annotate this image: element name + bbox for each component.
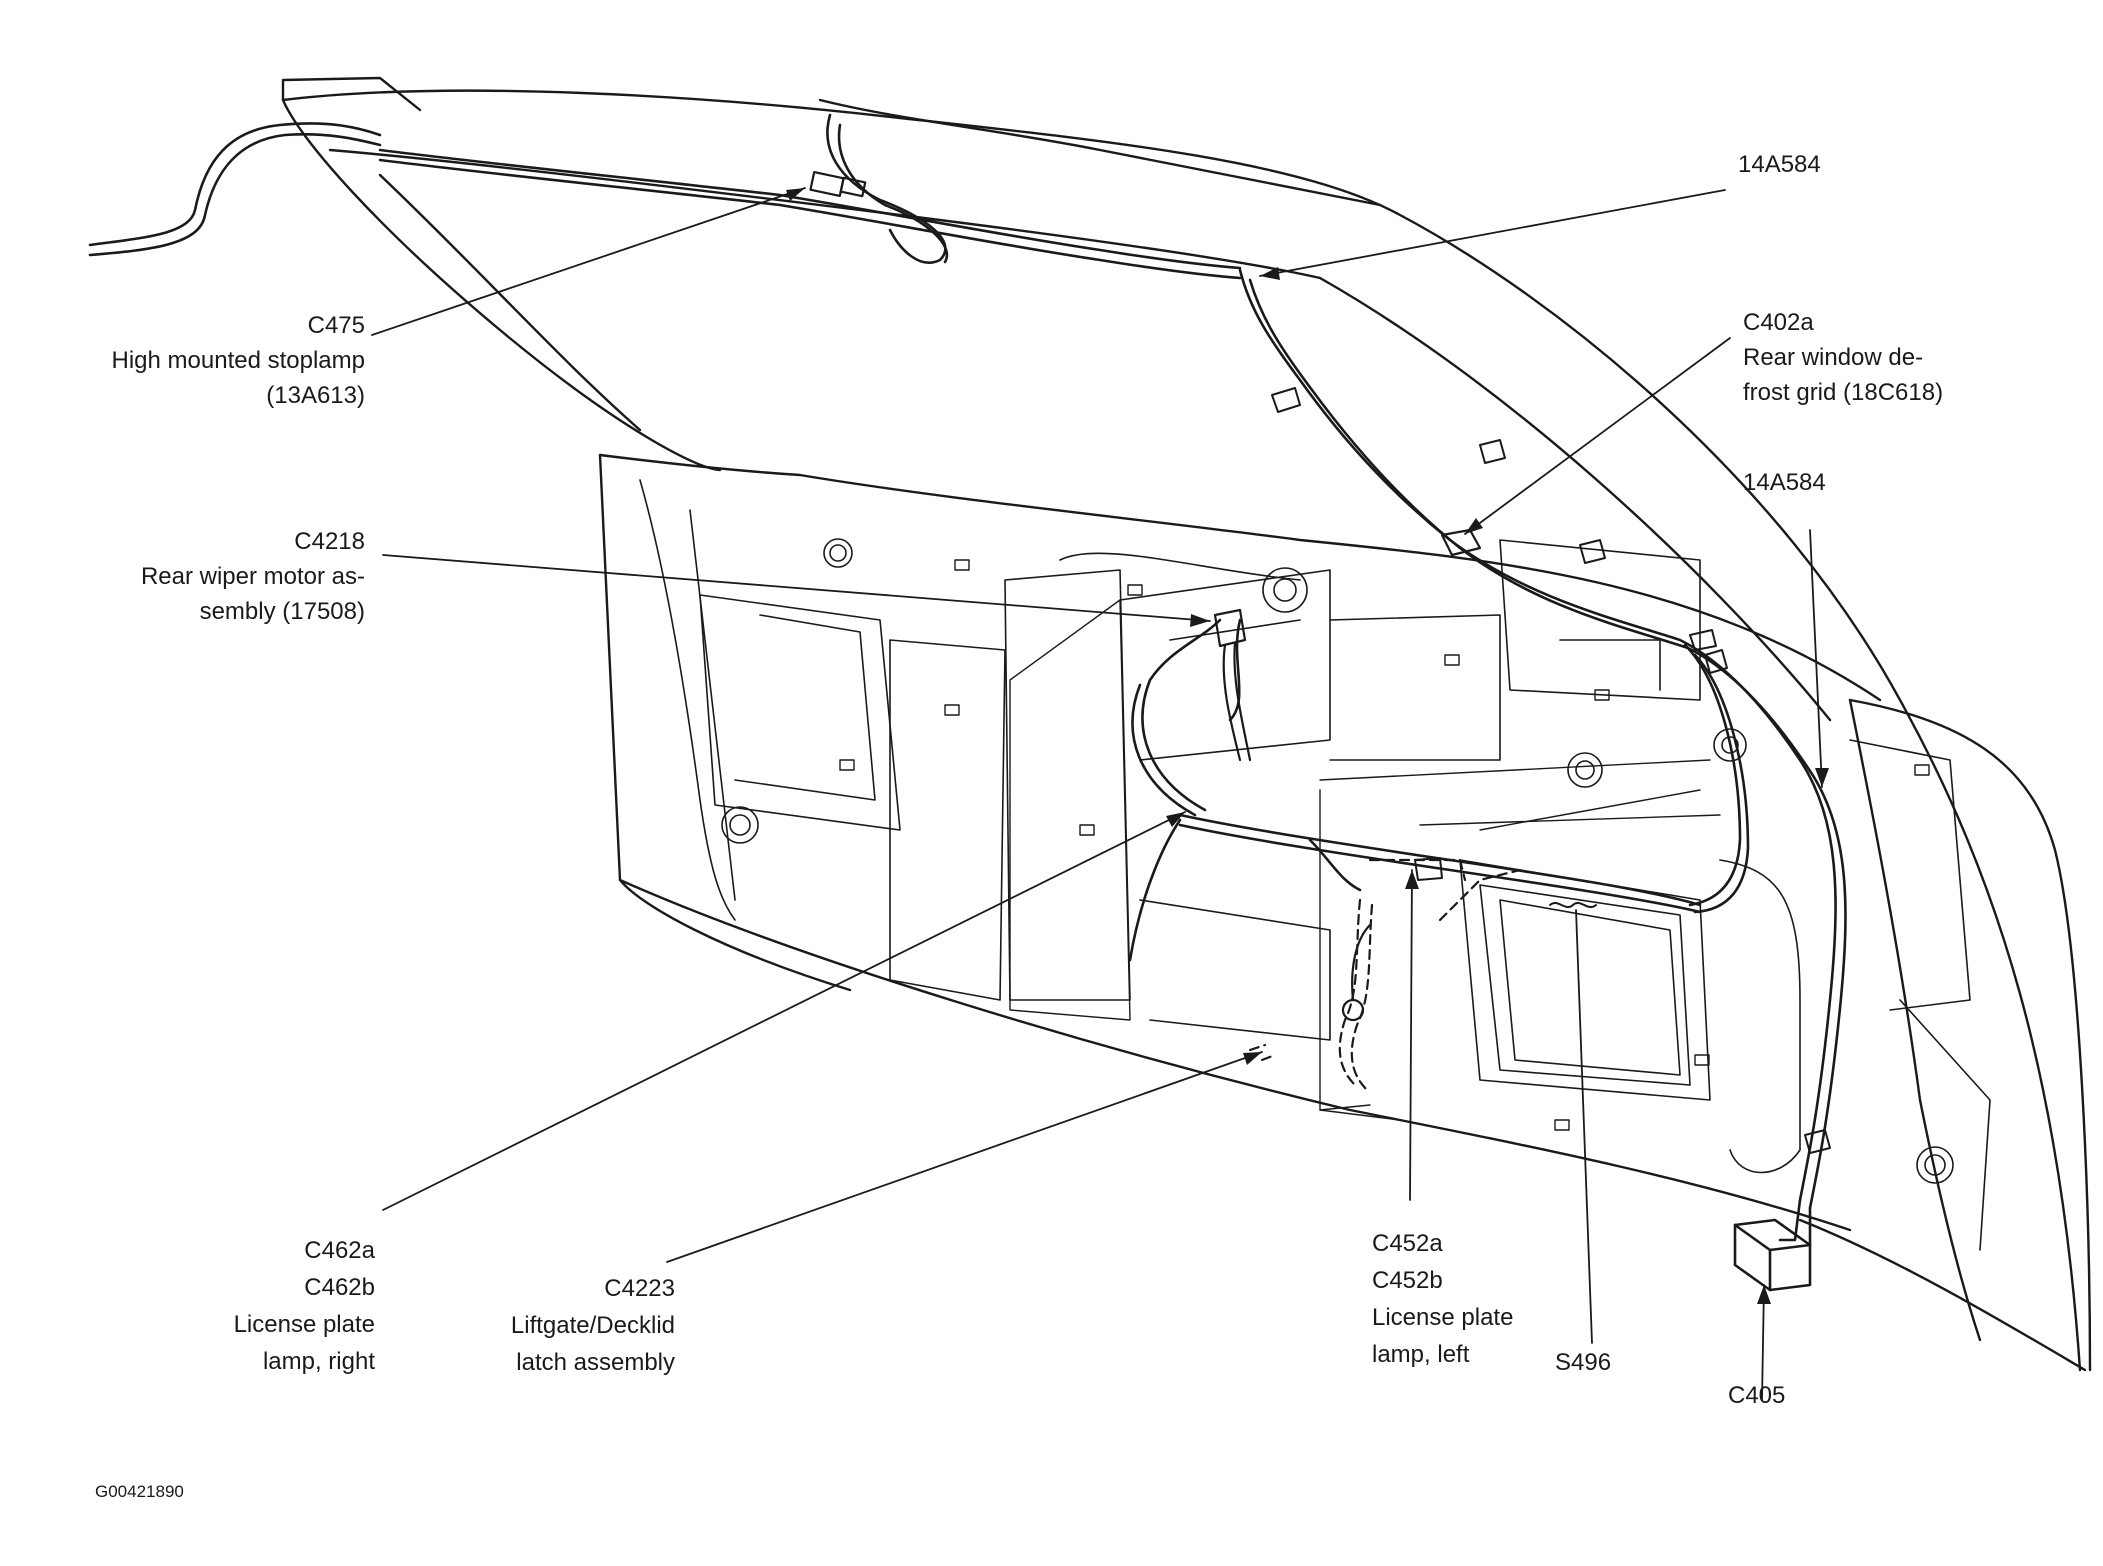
callout-c402a-id: C402a — [1743, 309, 1814, 336]
callout-c402a: C402a Rear window de- frost grid (18C618… — [1743, 305, 1943, 410]
callout-c4223: C4223 Liftgate/Decklid latch assembly — [511, 1270, 675, 1381]
c405-connector-block — [1733, 1218, 1812, 1292]
liftgate-outline — [281, 76, 2092, 1372]
callout-c402a-desc1: Rear window de- — [1743, 344, 1924, 371]
callout-s496: S496 — [1555, 1345, 1611, 1380]
liftgate-inner-panel — [639, 479, 1991, 1251]
callout-c4218: C4218 Rear wiper motor as- sembly (17508… — [141, 524, 365, 629]
harness-clips — [1271, 387, 1831, 1154]
callout-c4223-id: C4223 — [604, 1275, 675, 1302]
callout-c462-desc2: lamp, right — [262, 1348, 375, 1375]
callout-c462: C462a C462b License plate lamp, right — [234, 1232, 375, 1380]
callout-harness-top: 14A584 — [1738, 147, 1821, 182]
callout-c452a-id: C452a — [1372, 1230, 1443, 1257]
callout-c4223-desc2: latch assembly — [516, 1349, 675, 1376]
figure-id: G00421890 — [95, 1482, 184, 1501]
callout-c402a-desc2: frost grid (18C618) — [1743, 379, 1944, 406]
callout-harness-right: 14A584 — [1743, 465, 1826, 500]
callout-c462b-id: C462b — [304, 1274, 375, 1301]
callout-c475-id: C475 — [307, 312, 365, 339]
callout-c405: C405 — [1728, 1378, 1785, 1413]
callout-harness-right-id: 14A584 — [1743, 469, 1826, 496]
callout-harness-top-id: 14A584 — [1738, 151, 1821, 178]
callout-c4218-desc2: sembly (17508) — [199, 598, 365, 625]
ground-eyelet — [1341, 923, 1372, 1022]
callout-s496-id: S496 — [1555, 1349, 1612, 1376]
callout-c462a-id: C462a — [304, 1237, 375, 1264]
defrost-connector — [1440, 528, 1482, 557]
callout-c462-desc1: License plate — [233, 1311, 375, 1338]
leader-arrowheads — [786, 188, 1829, 1304]
callout-c4218-id: C4218 — [294, 528, 365, 555]
fastener-holes — [721, 538, 1954, 1184]
panel-slots — [839, 559, 1930, 1131]
leader-lines — [371, 187, 1823, 1401]
callout-c4218-desc1: Rear wiper motor as- — [140, 563, 365, 590]
callout-c452b-id: C452b — [1372, 1267, 1443, 1294]
callout-c475: C475 High mounted stoplamp (13A613) — [112, 308, 365, 413]
c452-connector — [1414, 857, 1443, 881]
callout-c475-desc2: (13A613) — [266, 382, 365, 409]
callout-c475-desc1: High mounted stoplamp — [111, 347, 365, 374]
s496-splice — [1549, 902, 1597, 908]
callout-c452: C452a C452b License plate lamp, left — [1372, 1225, 1513, 1373]
wiring-harness — [88, 113, 1847, 1247]
callout-c452-desc1: License plate — [1372, 1304, 1514, 1331]
hidden-harness-dashed — [1248, 858, 1522, 1092]
callout-c452-desc2: lamp, left — [1372, 1341, 1470, 1368]
stoplamp-connector — [809, 170, 867, 198]
cutaway-section-lines — [1009, 599, 1721, 1121]
wiper-motor-connector — [1213, 608, 1252, 762]
callout-c405-id: C405 — [1728, 1382, 1786, 1409]
callout-c4223-desc1: Liftgate/Decklid — [510, 1312, 675, 1339]
